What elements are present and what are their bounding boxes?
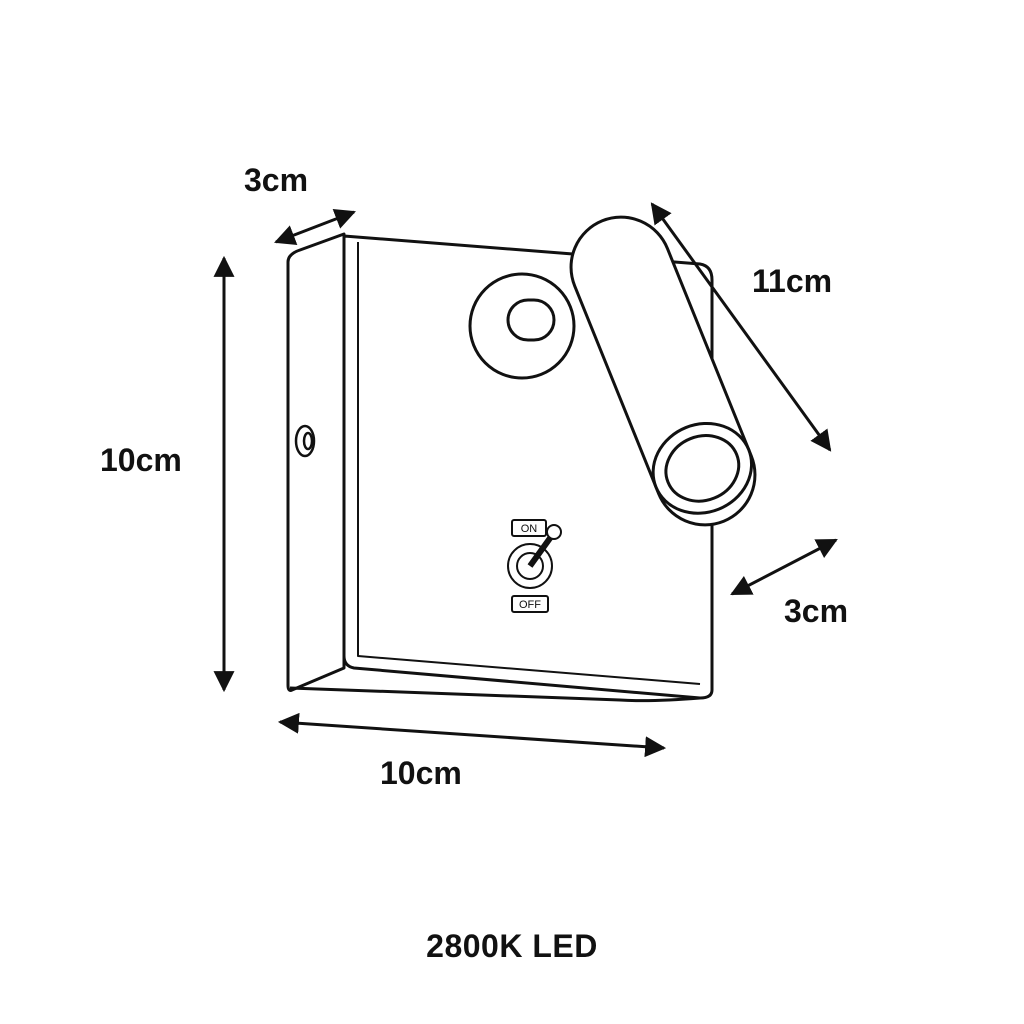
side-screw-icon [294, 424, 316, 458]
toggle-switch: ON OFF [507, 519, 562, 613]
reading-light-arm [569, 215, 757, 527]
plate-side-face [286, 232, 346, 692]
swivel-mount [468, 272, 576, 380]
switch-on-plate [511, 519, 547, 537]
switch-on-label: ON [521, 523, 538, 535]
plate-bottom-edge [289, 686, 701, 703]
arm-diameter-arrow [730, 538, 838, 596]
depth-top-arrow [274, 208, 356, 246]
width-bottom-arrow [277, 712, 667, 758]
arm-length-arrow [650, 202, 832, 452]
switch-lever-tip [546, 524, 562, 540]
plate-bevel [357, 242, 701, 685]
height-left-label: 10cm [100, 442, 182, 478]
switch-off-plate [511, 595, 549, 613]
arm-length-label: 11cm [752, 263, 832, 299]
depth-top-label: 3cm [244, 162, 308, 198]
product-caption: 2800K LED [426, 928, 598, 964]
swivel-joint [506, 298, 556, 342]
width-bottom-label: 10cm [380, 755, 462, 791]
arm-diameter-label: 3cm [784, 593, 848, 629]
switch-lever [527, 532, 556, 568]
switch-off-label: OFF [519, 599, 541, 611]
